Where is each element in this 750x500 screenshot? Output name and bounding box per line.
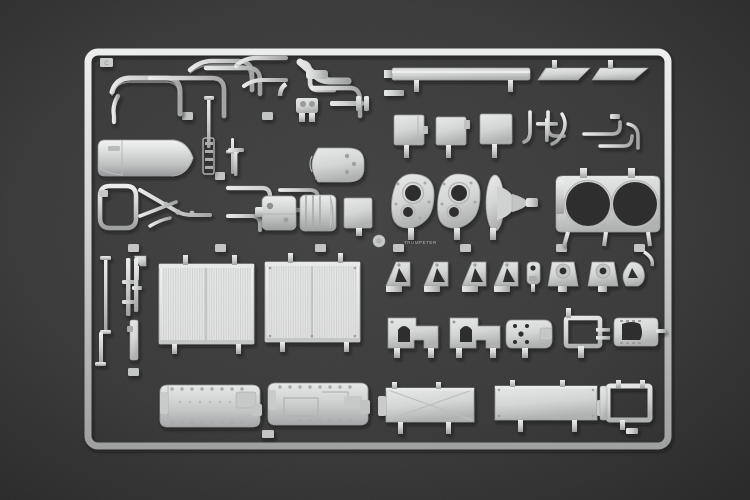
axle-with-collars	[330, 96, 369, 111]
gusset-bracket-4	[493, 261, 519, 292]
frame-label-top-left: C	[104, 61, 109, 67]
gusset-bracket-3	[461, 261, 487, 292]
gearcase-right	[437, 173, 481, 240]
rod-ladder	[202, 96, 215, 175]
shroud-frame	[613, 317, 666, 347]
sprue-outer-rail	[84, 48, 672, 450]
gearcase-left	[391, 173, 435, 240]
right-levers	[582, 116, 644, 150]
tee-rod	[228, 148, 244, 176]
fuel-tank	[97, 139, 194, 177]
blade-left	[537, 60, 591, 81]
stepped-strip	[122, 255, 147, 316]
twin-ring-frame	[555, 168, 661, 247]
frame-label-top-left-plate	[100, 58, 113, 67]
shift-lever	[536, 118, 558, 142]
engine-block-left	[159, 384, 262, 428]
panel-left-bottom-parts	[95, 255, 147, 366]
linkage-nodes	[163, 201, 195, 216]
radiator-grille-right	[264, 253, 361, 352]
stowage-box-3	[479, 113, 513, 158]
hook-plate	[309, 147, 365, 183]
pipe-cluster	[109, 55, 363, 125]
stowage-box-2	[435, 116, 470, 158]
clamp-pair	[296, 98, 318, 122]
cross-braced-panel	[378, 382, 475, 434]
latch-tab	[526, 261, 541, 292]
flat-deck-panel	[494, 380, 606, 432]
stowage-box-1	[393, 114, 428, 158]
long-beam	[384, 67, 531, 96]
embossed-labels: C TRUMPETER	[100, 58, 437, 248]
pedestal-mount-2	[449, 317, 501, 358]
hook-bracket	[622, 250, 655, 287]
lever-pad	[610, 114, 620, 119]
handle-u	[97, 183, 139, 231]
air-filter-drum	[255, 195, 297, 231]
pulley-drum	[299, 194, 337, 232]
window-frame	[599, 380, 653, 434]
pedestal-mount-1	[387, 317, 439, 358]
engine-block-right	[267, 382, 370, 426]
gusset-bracket-2	[423, 261, 449, 292]
exhaust-pipe-long	[277, 58, 352, 97]
frame-label-centre: TRUMPETER	[404, 240, 437, 245]
runner-frame	[84, 48, 672, 450]
bracket-strip-right	[127, 258, 142, 361]
gate-pads	[100, 58, 645, 438]
fan-hub	[485, 174, 538, 240]
manufacturer-logo-inner	[376, 238, 382, 244]
linkage-arms	[138, 188, 214, 228]
drum-assembly	[255, 194, 373, 236]
panel-left-top-parts	[109, 55, 369, 176]
bearing-cap-1	[547, 261, 579, 292]
long-rail-rod	[95, 256, 111, 366]
panel-right-bottom-parts	[378, 250, 666, 434]
bearing-cap-2	[587, 261, 619, 292]
gusset-bracket-1	[385, 261, 411, 292]
bolt-plate	[505, 319, 553, 358]
pedal-frame	[522, 110, 567, 146]
pipe-cluster-shadow	[111, 64, 251, 96]
panel-right-top-parts	[384, 60, 649, 158]
radiator-grille-left	[158, 255, 255, 354]
blade-right	[591, 60, 649, 81]
small-box	[343, 197, 373, 236]
open-box-frame	[563, 308, 610, 358]
